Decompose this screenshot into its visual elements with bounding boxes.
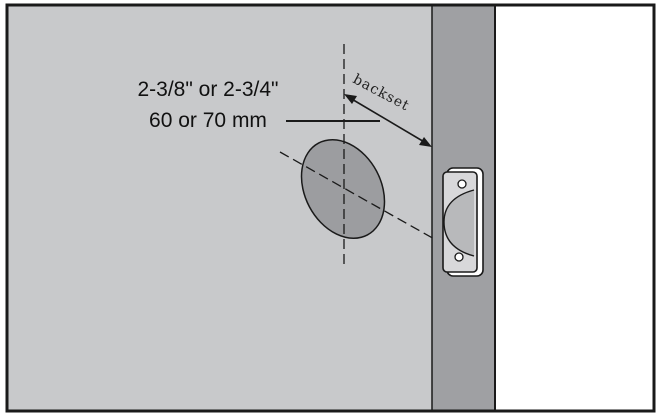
faceplate-screw-bottom [454,252,464,262]
hole-size-inches-label: 2-3/8" or 2-3/4" [138,78,279,101]
open-space [495,6,653,410]
backset-arrow-head-right [419,137,432,147]
faceplate-screw-top [457,179,467,189]
hole-size-mm-label: 60 or 70 mm [149,109,267,132]
cross-bore-hole [300,138,386,240]
outer-frame [5,3,656,413]
latch-faceplate [442,167,484,277]
backset-arrow-line [349,97,427,144]
backset-arrow-head-left [344,94,357,104]
